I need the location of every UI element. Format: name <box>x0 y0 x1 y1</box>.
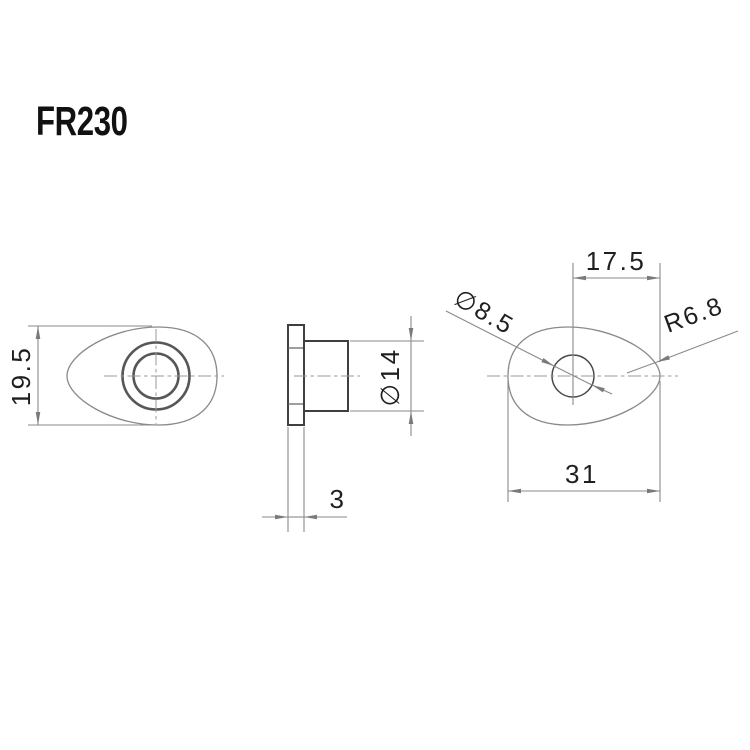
leader-line <box>445 310 555 367</box>
rear-view: 17.5 31 ∅8.5 R6.8 <box>445 246 739 502</box>
leader-line <box>626 361 658 374</box>
boss-diameter-dim-label: ∅14 <box>375 347 405 406</box>
leader-line <box>591 384 613 395</box>
title-block: FR230 <box>36 98 128 144</box>
thickness-dim-label: 3 <box>330 484 347 514</box>
flange-plate <box>287 324 305 426</box>
leader-line <box>656 330 739 363</box>
height-dim-label: 19.5 <box>6 346 36 407</box>
width-dim-label: 31 <box>565 459 599 489</box>
front-outline <box>66 326 218 426</box>
end-radius-dim-label: R6.8 <box>660 292 727 339</box>
hole-offset-dim-label: 17.5 <box>586 246 647 276</box>
hole-diameter-dim-label: ∅8.5 <box>449 284 519 341</box>
leader-line <box>553 365 593 386</box>
part-code-label: FR230 <box>36 98 128 144</box>
front-view: 19.5 <box>6 325 224 426</box>
side-view: ∅14 3 <box>262 316 424 532</box>
